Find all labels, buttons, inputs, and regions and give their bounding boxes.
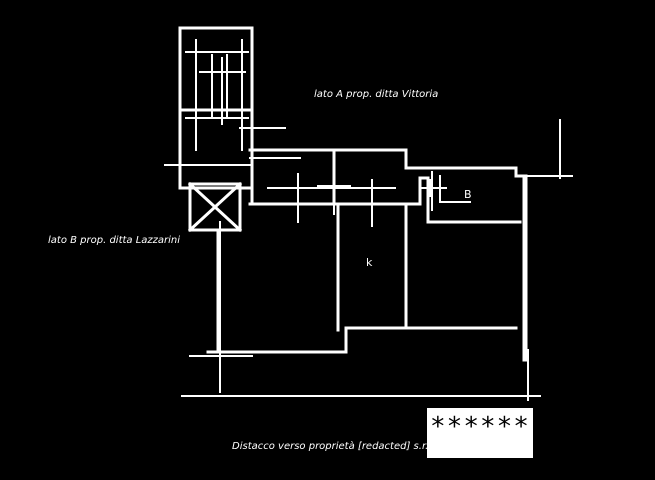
stair-hatching (185, 39, 249, 151)
building-outline (206, 128, 528, 362)
redaction-box: ****** (427, 408, 533, 458)
note-left-line-1: lato B prop. ditta Lazzarini (48, 235, 180, 246)
elevator-shaft (187, 181, 243, 233)
note-top-right: lato A prop. ditta Vittoria (314, 89, 438, 100)
tower-block (178, 26, 254, 190)
room-label-k: k (366, 256, 373, 269)
note-bottom: Distacco verso proprietà [redacted] s.r.… (232, 440, 434, 452)
grid-ticks (164, 127, 447, 227)
dimension-lines (181, 119, 573, 401)
room-label-b: B (464, 188, 472, 201)
room-b-outline (431, 171, 471, 211)
